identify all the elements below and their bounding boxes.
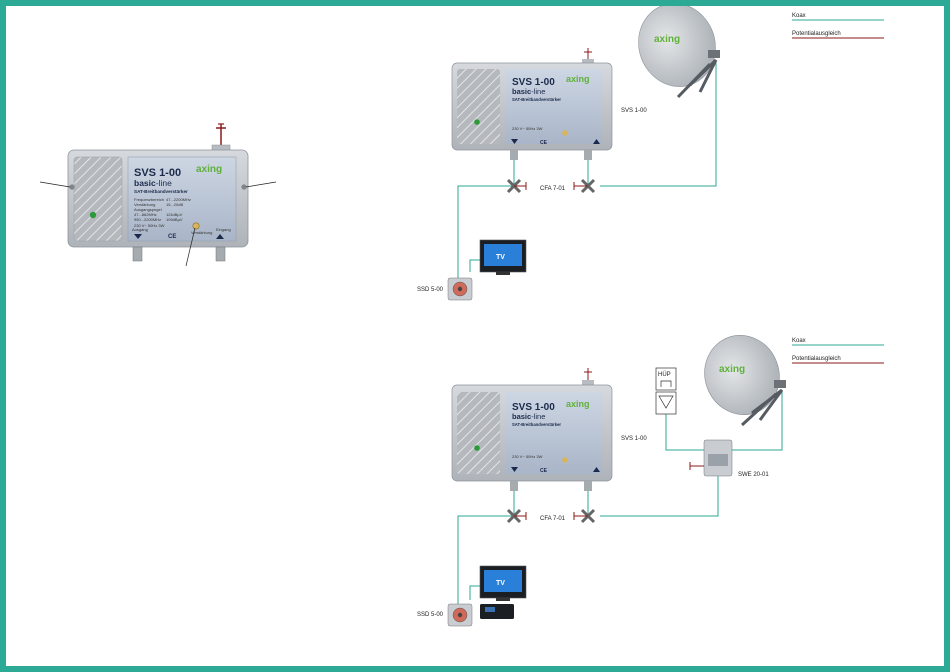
ground-block-icon-2b [573,508,596,524]
input-connector-icon [215,246,226,262]
ground-block-icon-1b [573,178,596,194]
wall-outlet-icon-2 [447,603,473,627]
svg-text:Frequenzbereich: Frequenzbereich [134,197,164,202]
svg-text:15...20dB: 15...20dB [166,202,183,207]
svg-text:113dBµV: 113dBµV [166,212,183,217]
coax-dish-to-cfa [600,60,717,187]
receiver-icon [480,604,514,619]
ce-mark: CE [168,234,176,240]
amplifier-small-1: SVS 1-00 basic-line SAT-Breitbandverstär… [451,48,613,160]
svg-text:SAT-Breitbandverstärker: SAT-Breitbandverstärker [512,97,561,102]
legend-coax-label: Koax [792,13,806,19]
screw-right-icon [241,184,247,190]
pointer-line-left [39,181,71,188]
installation-diagram: Koax Potentialausgleich Koax Potentialau… [39,6,884,627]
svg-text:HÜP: HÜP [658,371,671,378]
coax-cfa-to-ssd [457,185,512,280]
ground-terminal-icon [211,123,231,152]
legend-coax-label-2: Koax [792,338,806,344]
svg-text:TV: TV [496,580,505,587]
pointer-line-gain [185,227,196,267]
brand-logo: axing [196,164,222,175]
ground-block-icon-1a [506,178,527,194]
wall-outlet-icon [447,277,473,301]
svg-text:Ausgangspegel: Ausgangspegel [134,207,162,212]
device-line: basic-line [134,178,172,188]
svg-text:950...2200MHz: 950...2200MHz [134,217,161,222]
vent-grille [73,156,123,242]
svg-text:230 V~ 50Hz 3W: 230 V~ 50Hz 3W [512,126,543,131]
power-led-icon [89,211,97,219]
legend-ground-label: Potentialausgleich [792,31,841,37]
huep-box-icon: HÜP [655,367,677,415]
pointer-line-right [245,181,277,188]
coax-ssd-to-tv [469,259,480,272]
svg-text:axing: axing [566,399,590,409]
screw-left-icon [69,184,75,190]
device-model: SVS 1-00 [134,167,181,179]
output-arrow-icon [134,234,142,239]
label-swe: SWE 20-01 [738,472,769,478]
legend-bottom: Koax Potentialausgleich [792,338,884,364]
coax-dish-to-swe [730,390,783,451]
amplifier-large: SVS 1-00 basic-line SAT-Breitbandverstär… [39,123,277,267]
svg-text:axing: axing [566,74,590,84]
svg-text:109dBµV: 109dBµV [166,217,183,222]
tv-icon: TV [479,239,527,275]
input-arrow-icon [216,234,224,239]
svg-text:basic-line: basic-line [512,87,545,96]
coax-ssd-to-tv-2 [469,585,480,600]
switch-swe-icon [689,439,733,477]
coax-swe-to-cfa [600,476,719,517]
label-ssd-2: SSD 5-00 [417,612,444,618]
ground-block-icon-2a [506,508,527,524]
coax-huep-to-swe [665,414,706,451]
svg-text:SVS 1-00: SVS 1-00 [512,402,555,413]
coax-cfa-to-ssd-2 [457,515,512,606]
svg-text:axing: axing [654,34,680,45]
label-cfa-1: CFA 7-01 [540,186,566,192]
svg-text:TV: TV [496,254,505,261]
amplifier-small-2: SVS 1-00 basic-line SAT-Breitbandverstär… [451,368,613,491]
input-label: Eingang [216,227,231,232]
satellite-dish-icon-2: axing [704,335,786,427]
tv-icon-2: TV [479,565,527,601]
svg-text:basic-line: basic-line [512,412,545,421]
svg-text:SAT-Breitbandverstärker: SAT-Breitbandverstärker [512,422,561,427]
legend-top: Koax Potentialausgleich [792,13,884,39]
device-subtitle: SAT-Breitbandverstärker [134,189,188,194]
power-rating: 230 V~ 50Hz 3W [134,223,165,228]
label-cfa-2: CFA 7-01 [540,516,566,522]
gain-label: Verstärkung [191,230,212,235]
svg-text:CE: CE [540,140,548,146]
svg-text:SVS 1-00: SVS 1-00 [512,77,555,88]
legend-ground-label-2: Potentialausgleich [792,356,841,362]
svg-text:47...2200MHz: 47...2200MHz [166,197,191,202]
svg-text:47...862MHz: 47...862MHz [134,212,157,217]
satellite-dish-icon: axing [638,6,720,99]
gain-knob-icon[interactable] [192,222,200,230]
svg-text:CE: CE [540,468,548,474]
diagram-2: axing HÜP SWE 20-01 [417,335,786,627]
output-label: Ausgang [132,227,148,232]
label-ssd-1: SSD 5-00 [417,287,444,293]
svg-text:Verstärkung: Verstärkung [134,202,155,207]
output-connector-icon [132,246,143,262]
label-svs-1: SVS 1-00 [621,108,647,114]
label-panel [127,156,237,242]
svg-text:axing: axing [719,364,745,375]
diagram-1: axing SVS 1-00 basic-line SAT-Breitbandv… [417,6,720,301]
label-svs-2: SVS 1-00 [621,436,647,442]
spec-table: Frequenzbereich Verstärkung Ausgangspege… [134,197,191,222]
svg-text:230 V~ 50Hz 3W: 230 V~ 50Hz 3W [512,454,543,459]
